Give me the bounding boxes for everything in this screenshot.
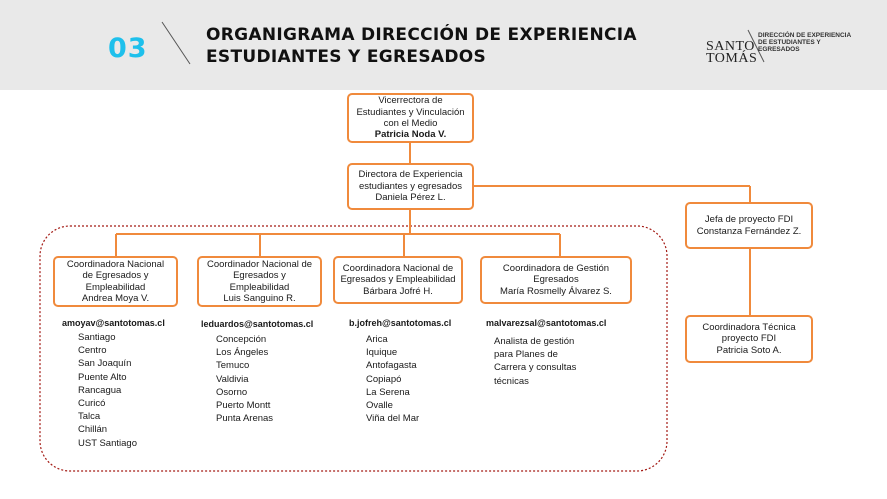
vicerrectora-line2: Estudiantes y Vinculación (356, 106, 465, 118)
coord-tecnica-line1: Coordinadora Técnica (702, 321, 796, 333)
coord-tecnica-line2: proyecto FDI (721, 333, 777, 345)
vicerrectora-name: Patricia Noda V. (374, 129, 447, 141)
list-item: La Serena (366, 386, 410, 398)
list-item: Santiago (78, 332, 116, 343)
logo-subtitle-line1: DIRECCIÓN DE EXPERIENCIA (758, 32, 852, 39)
list-item: Viña del Mar (366, 413, 420, 425)
vicerrectora-box: Vicerrectora de Estudiantes y Vinculació… (347, 93, 474, 143)
logo-word-santo: SANTO (706, 39, 755, 54)
coordinator-4-line1: Coordinadora de Gestión (502, 262, 610, 274)
logo-word-tomas: TOMÁS (706, 51, 758, 66)
list-item: Talca (78, 411, 101, 423)
coordinator-3-line1: Coordinadora Nacional de (342, 262, 454, 274)
coordinator-3-name: Bárbara Jofré H. (363, 285, 433, 297)
list-item: UST Santiago (78, 437, 137, 449)
coordinator-4-email: malvarezsal@santotomas.cl (486, 318, 607, 328)
list-item: Puente Alto (78, 371, 127, 383)
list-item: Concepción (216, 334, 267, 345)
list-item: Los Ángeles (216, 347, 269, 359)
coordinators-group-outline (39, 225, 668, 472)
page-title-line2: ESTUDIANTES Y EGRESADOS (206, 47, 487, 67)
coordinator-3-email: b.jofreh@santotomas.cl (349, 318, 452, 328)
coordinator-2-line1: Coordinador Nacional de (206, 258, 313, 270)
coordinator-2-line2: Egresados y (233, 270, 286, 282)
coordinator-1-name: Andrea Moya V. (81, 292, 150, 304)
jefa-proyecto-box: Jefa de proyecto FDI Constanza Fernández… (685, 202, 813, 249)
list-item: Arica (366, 334, 388, 345)
jefa-name: Constanza Fernández Z. (696, 225, 802, 237)
list-item: Copiapó (366, 373, 402, 385)
list-item: Centro (78, 345, 107, 357)
coordinator-1-line1: Coordinadora Nacional (66, 258, 165, 270)
directora-name: Daniela Pérez L. (375, 192, 446, 204)
slide-header: 03 ORGANIGRAMA DIRECCIÓN DE EXPERIENCIA … (0, 0, 887, 90)
coordinator-2-line3: Empleabilidad (229, 281, 290, 293)
list-item: Temuco (216, 360, 250, 372)
list-item: Valdivia (216, 373, 249, 385)
coordinator-box-2: Coordinador Nacional de Egresados y Empl… (197, 256, 322, 307)
list-item: Ovalle (366, 400, 393, 412)
list-item: Rancagua (78, 384, 122, 396)
directora-line1: Directora de Experiencia (358, 169, 463, 181)
coordinator-2-email: leduardos@santotomas.cl (201, 319, 314, 329)
coordinadora-tecnica-box: Coordinadora Técnica proyecto FDI Patric… (685, 315, 813, 363)
coordinator-box-4: Coordinadora de Gestión Egresados María … (480, 256, 632, 304)
coordinator-1-list: Santiago Centro San Joaquín Puente Alto … (78, 331, 137, 450)
list-item: para Planes de (494, 349, 558, 361)
header-divider-icon (161, 21, 765, 65)
coordinator-1-email: amoyav@santotomas.cl (62, 318, 165, 328)
coordinator-4-name: María Rosmelly Álvarez S. (500, 285, 612, 297)
list-item: Curicó (78, 398, 106, 410)
list-item: Carrera y consultas (494, 362, 577, 374)
coordinator-box-3: Coordinadora Nacional de Egresados y Emp… (333, 256, 463, 304)
coordinator-4-list: Analista de gestión para Planes de Carre… (494, 335, 576, 388)
coordinator-1-line2: de Egresados y (82, 270, 149, 282)
vicerrectora-line1: Vicerrectora de (378, 95, 443, 107)
coordinator-box-1: Coordinadora Nacional de Egresados y Emp… (53, 256, 178, 307)
page-title-line1: ORGANIGRAMA DIRECCIÓN DE EXPERIENCIA (206, 25, 637, 45)
directora-box: Directora de Experiencia estudiantes y e… (347, 163, 474, 210)
logo-subtitle-line3: EGRESADOS (758, 46, 800, 53)
slide-number: 03 (108, 33, 148, 64)
list-item: Antofagasta (366, 360, 417, 372)
list-item: San Joaquín (78, 358, 132, 370)
list-item: Osorno (216, 386, 248, 398)
jefa-line1: Jefa de proyecto FDI (704, 214, 794, 226)
list-item: Puerto Montt (216, 400, 271, 412)
list-item: Chillán (78, 424, 108, 436)
coordinator-3-line2: Egresados y Empleabilidad (340, 274, 456, 286)
list-item: Punta Arenas (216, 413, 274, 425)
directora-line2: estudiantes y egresados (359, 180, 462, 192)
logo-subtitle-line2: DE ESTUDIANTES Y (758, 39, 821, 46)
coord-tecnica-name: Patricia Soto A. (716, 344, 782, 356)
coordinator-2-name: Luis Sanguino R. (223, 292, 296, 304)
list-item: técnicas (494, 375, 529, 387)
coordinator-3-list: Arica Iquique Antofagasta Copiapó La Ser… (366, 333, 419, 425)
coordinator-2-list: Concepción Los Ángeles Temuco Valdivia O… (216, 333, 273, 425)
list-item: Analista de gestión (494, 336, 575, 347)
coordinator-1-line3: Empleabilidad (85, 281, 146, 293)
vicerrectora-line3: con el Medio (383, 118, 438, 129)
coordinator-4-line2: Egresados (533, 274, 579, 286)
list-item: Iquique (366, 347, 398, 359)
